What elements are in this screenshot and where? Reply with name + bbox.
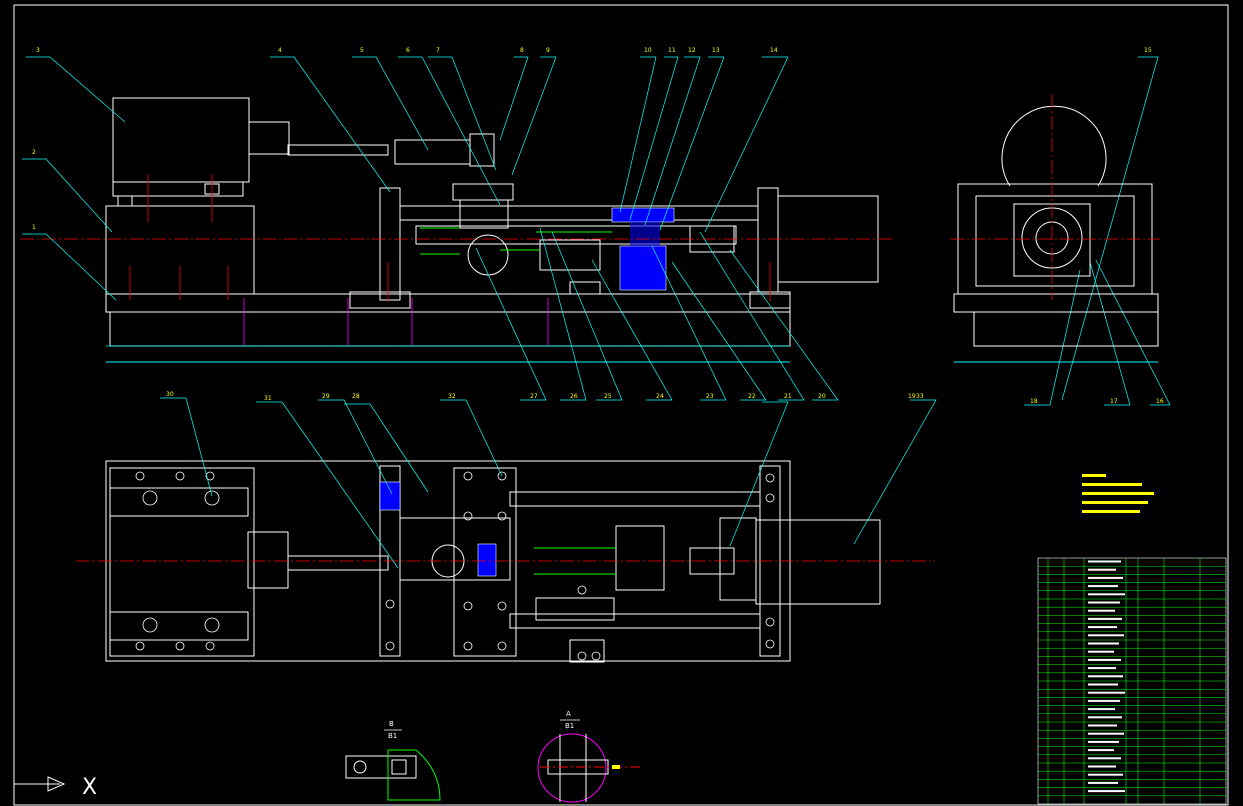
dimension-ticks — [106, 298, 790, 347]
callout-19: 19 — [908, 393, 916, 400]
table-cell-text — [1088, 716, 1122, 719]
table-cell-text — [1088, 773, 1123, 776]
callout-27: 27 — [530, 393, 538, 400]
table-cell-text — [1088, 642, 1119, 645]
callout-31: 31 — [264, 395, 272, 402]
bolt-marks — [129, 174, 771, 302]
table-cell-text — [1088, 699, 1120, 702]
callout-9: 9 — [546, 47, 550, 54]
axis-x-label: X — [82, 775, 97, 800]
callout-3: 3 — [36, 47, 40, 54]
callout-17: 17 — [1110, 398, 1118, 405]
table-cell-text — [1088, 675, 1123, 678]
callout-21: 21 — [784, 393, 792, 400]
table-cell-text — [1088, 650, 1114, 653]
callout-18: 18 — [1030, 398, 1038, 405]
section-label-a: A — [566, 710, 571, 718]
table-cell-text — [1088, 626, 1117, 629]
leaders-plan — [160, 397, 937, 569]
leaders-front — [22, 56, 1171, 406]
callout-20: 20 — [818, 393, 826, 400]
callout-12: 12 — [688, 47, 696, 54]
callout-15: 15 — [1144, 47, 1152, 54]
callout-29: 29 — [322, 393, 330, 400]
side-view — [953, 105, 1159, 363]
table-cell-text — [1088, 740, 1119, 743]
callout-23: 23 — [706, 393, 714, 400]
table-cell-text — [1088, 576, 1123, 579]
plan-hatch-left — [379, 481, 401, 511]
shaft-lines — [420, 227, 612, 255]
callout-6: 6 — [406, 47, 410, 54]
table-cell-text — [1088, 667, 1116, 670]
table-cell-text — [1088, 691, 1125, 694]
callout-24: 24 — [656, 393, 664, 400]
section-sub-b: B1 — [388, 732, 397, 740]
callout-7: 7 — [436, 47, 440, 54]
table-cell-text — [1088, 724, 1117, 727]
section-label-b: B — [389, 720, 394, 728]
technical-notes — [1082, 474, 1154, 513]
callout-5: 5 — [360, 47, 364, 54]
axis-indicator: X — [14, 775, 97, 800]
callout-10: 10 — [644, 47, 652, 54]
plan-shaft-lines — [534, 547, 616, 575]
callout-22: 22 — [748, 393, 756, 400]
callout-28: 28 — [352, 393, 360, 400]
callout-8: 8 — [520, 47, 524, 54]
table-cell-text — [1088, 609, 1115, 612]
callout-25: 25 — [604, 393, 612, 400]
table-cell-text — [1088, 568, 1116, 571]
callout-2: 2 — [32, 149, 36, 156]
table-cell-text — [1088, 765, 1116, 768]
table-cell-text — [1088, 601, 1120, 604]
table-cell-text — [1088, 749, 1114, 752]
table-cell-text — [1088, 757, 1121, 760]
table-cell-text — [1088, 790, 1125, 793]
table-cell-text — [1088, 781, 1118, 784]
section-hatch-lower — [619, 245, 667, 291]
table-cell-text — [1088, 560, 1121, 563]
callout-11: 11 — [668, 47, 676, 54]
table-cell-text — [1088, 593, 1125, 596]
table-cell-text — [1088, 683, 1118, 686]
callout-13: 13 — [712, 47, 720, 54]
table-cell-text — [1088, 708, 1115, 711]
table-cell-text — [1088, 658, 1121, 661]
table-cell-text — [1088, 634, 1124, 637]
section-hatch-mid — [630, 222, 660, 246]
callout-4: 4 — [278, 47, 282, 54]
front-view — [105, 97, 879, 363]
plan-bolts — [135, 471, 775, 661]
plan-hatch-nut — [477, 543, 497, 577]
section-detail-b: B B1 — [345, 720, 441, 801]
drawing-frame — [13, 4, 1229, 806]
callout-32: 32 — [448, 393, 456, 400]
callout-1: 1 — [32, 224, 36, 231]
callout-14: 14 — [770, 47, 778, 54]
callout-30: 30 — [166, 391, 174, 398]
table-cell-text — [1088, 732, 1124, 735]
section-hatch-upper — [611, 207, 675, 223]
section-sub-a: B1 — [565, 722, 574, 730]
section-detail-a: A B1 — [537, 710, 640, 803]
parts-list-rows — [1038, 560, 1226, 797]
callout-16: 16 — [1156, 398, 1164, 405]
callout-26: 26 — [570, 393, 578, 400]
table-cell-text — [1088, 585, 1118, 588]
callout-33: 33 — [916, 393, 924, 400]
table-cell-text — [1088, 617, 1122, 620]
